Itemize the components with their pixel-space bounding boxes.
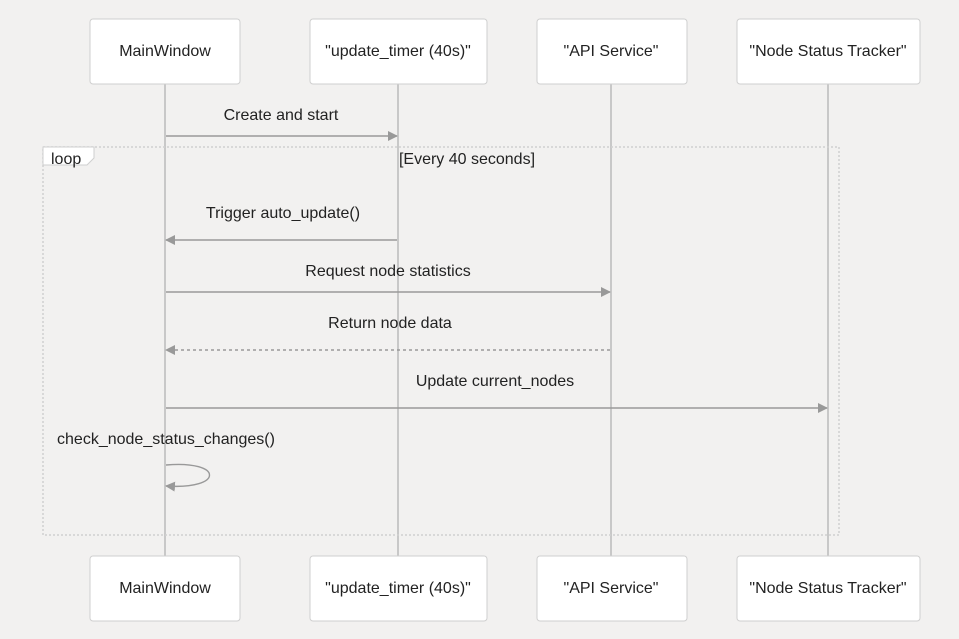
loop-condition: [Every 40 seconds] [399, 151, 535, 168]
loop-frame: loop [Every 40 seconds] [42, 146, 840, 536]
loop-box [42, 146, 840, 536]
actor-label: MainWindow [119, 580, 211, 597]
message-trigger-auto-update: Trigger auto_update() [165, 205, 397, 245]
message-label-return-data: Return node data [328, 315, 452, 332]
actor-label: "Node Status Tracker" [749, 580, 906, 597]
message-label-trigger-auto-update: Trigger auto_update() [206, 205, 360, 222]
actor-main-window-top: MainWindow [89, 18, 241, 85]
actor-api-service-bottom: "API Service" [536, 555, 688, 622]
actor-main-window-bottom: MainWindow [89, 555, 241, 622]
message-label-create-start: Create and start [224, 107, 339, 124]
actor-api-service-top: "API Service" [536, 18, 688, 85]
message-label-update-nodes: Update current_nodes [416, 373, 574, 390]
actor-label: MainWindow [119, 43, 211, 60]
message-label-request-stats: Request node statistics [305, 263, 470, 280]
actor-label: "API Service" [564, 580, 659, 597]
message-update-nodes: Update current_nodes [166, 373, 828, 413]
actor-update-timer-bottom: "update_timer (40s)" [309, 555, 488, 622]
message-return-data: Return node data [165, 315, 610, 355]
actor-node-tracker-bottom: "Node Status Tracker" [736, 555, 921, 622]
actor-label: "Node Status Tracker" [749, 43, 906, 60]
actor-label: "update_timer (40s)" [325, 43, 471, 60]
loop-keyword: loop [51, 151, 81, 168]
actor-label: "API Service" [564, 43, 659, 60]
actor-update-timer-top: "update_timer (40s)" [309, 18, 488, 85]
actor-label: "update_timer (40s)" [325, 580, 471, 597]
actor-node-tracker-top: "Node Status Tracker" [736, 18, 921, 85]
message-label-check-changes: check_node_status_changes() [57, 431, 275, 448]
message-check-changes: check_node_status_changes() [57, 431, 275, 492]
message-create-start: Create and start [166, 107, 398, 141]
loop-tag [42, 146, 95, 166]
message-request-stats: Request node statistics [166, 263, 611, 297]
self-call-arrow [165, 463, 210, 492]
